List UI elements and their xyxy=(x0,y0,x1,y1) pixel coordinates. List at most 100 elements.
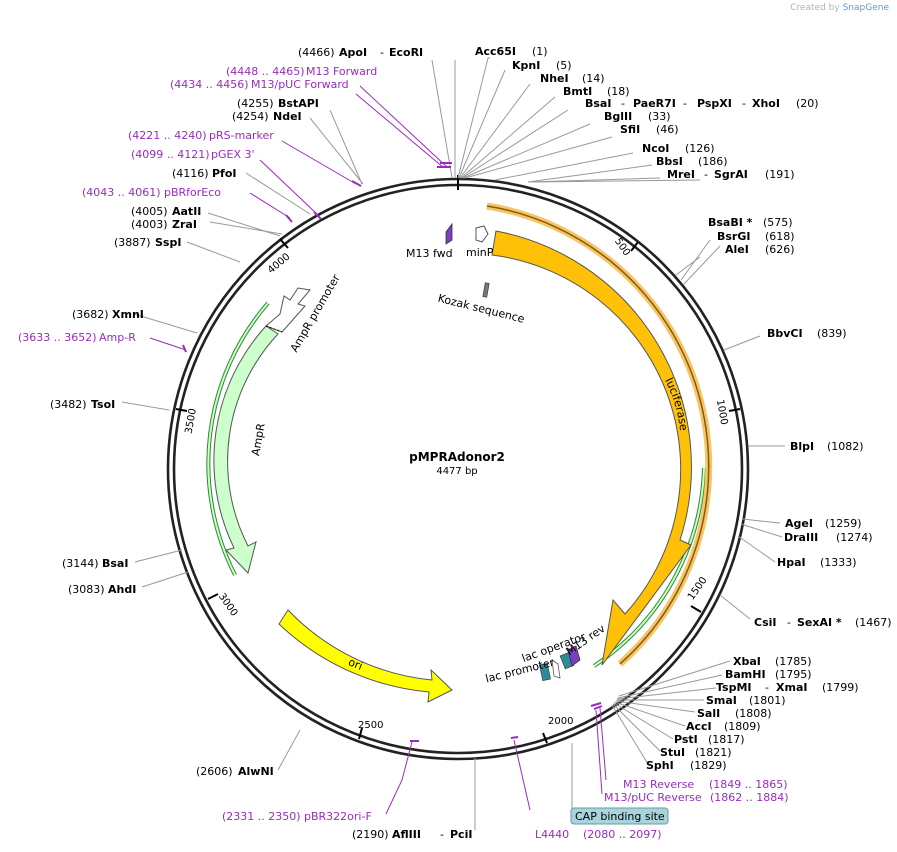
site-bmti-pos: (18) xyxy=(607,85,630,98)
site-sphi-name[interactable]: SphI xyxy=(646,759,674,772)
site-ecori-name[interactable]: EcoRI xyxy=(389,46,423,59)
site-bglii-name[interactable]: BglII xyxy=(604,110,632,123)
primer-ampr-name[interactable]: Amp-R xyxy=(99,331,136,344)
site-mrei-name[interactable]: MreI xyxy=(667,168,695,181)
complement-strand-inner xyxy=(593,467,705,667)
site-hpai-name[interactable]: HpaI xyxy=(777,556,806,569)
site-bstapi-name[interactable]: BstAPI xyxy=(278,97,319,110)
ampr-promoter-arrow[interactable] xyxy=(265,287,311,333)
site-sspi-name[interactable]: SspI xyxy=(155,236,181,249)
site-bmti-name[interactable]: BmtI xyxy=(563,85,592,98)
ori-feature-arrow[interactable] xyxy=(278,609,453,703)
site-kpni-pos: (5) xyxy=(556,59,572,72)
site-aatii-name[interactable]: AatII xyxy=(172,205,201,218)
site-mrei-pos: (191) xyxy=(765,168,795,181)
site-nhei-name[interactable]: NheI xyxy=(540,72,569,85)
site-bbvci-name[interactable]: BbvCI xyxy=(767,327,803,340)
site-bstapi-pos: (4255) xyxy=(237,97,274,110)
site-pfoi-name[interactable]: PfoI xyxy=(212,167,237,180)
site-ncoi-name[interactable]: NcoI xyxy=(642,142,669,155)
site-sali-pos: (1808) xyxy=(735,707,772,720)
minp-arrow[interactable] xyxy=(475,225,489,243)
site-afliii-pos: (2190) xyxy=(352,828,389,841)
m13-rev-marker[interactable] xyxy=(567,645,581,667)
site-bbvci-pos: (839) xyxy=(817,327,847,340)
site-blpi-name[interactable]: BlpI xyxy=(790,440,814,453)
site-sfii-pos: (46) xyxy=(656,123,679,136)
cap-marker[interactable] xyxy=(551,659,561,679)
site-agei-name[interactable]: AgeI xyxy=(785,517,813,530)
site-separator: - xyxy=(704,168,708,181)
site-sfii-name[interactable]: SfiI xyxy=(620,123,640,136)
primer-m13puc-forward-range: (4434 .. 4456) xyxy=(170,78,249,91)
primer-m13-reverse-name[interactable]: M13 Reverse xyxy=(623,778,694,791)
site-sphi-pos: (1829) xyxy=(690,759,727,772)
site-absi-name[interactable]: BsaI xyxy=(585,97,611,110)
site-acc65i-pos: (1) xyxy=(532,45,548,58)
site-separator: - xyxy=(621,97,625,110)
site-csii-name[interactable]: CsiI xyxy=(754,616,776,629)
primer-pgex-range: (4099 .. 4121) xyxy=(131,148,210,161)
site-xbai-name[interactable]: XbaI xyxy=(733,655,761,668)
site-bsrgi-pos: (618) xyxy=(765,230,795,243)
site-smai-pos: (1801) xyxy=(749,694,786,707)
site-paer7i-name[interactable]: PaeR7I xyxy=(633,97,676,110)
primer-pbrforeco-name[interactable]: pBRforEco xyxy=(164,186,221,199)
site-ahdi-name[interactable]: AhdI xyxy=(108,583,136,596)
site-psti-name[interactable]: PstI xyxy=(674,733,698,746)
primer-ampr-range: (3633 .. 3652) xyxy=(18,331,97,344)
kozak-marker[interactable] xyxy=(482,282,490,298)
tick-label: 2000 xyxy=(548,716,573,727)
site-alwni-name[interactable]: AlwNI xyxy=(238,765,274,778)
luciferase-feature-arrow[interactable] xyxy=(491,230,692,666)
ampr-feature-arrow[interactable] xyxy=(213,325,279,574)
site-bsabi-name[interactable]: BsaBI * xyxy=(708,216,753,229)
site-sgrai-name[interactable]: SgrAI xyxy=(714,168,748,181)
site-stui-name[interactable]: StuI xyxy=(660,746,685,759)
site-tsoi-name[interactable]: TsoI xyxy=(91,398,115,411)
site-bsrgi-name[interactable]: BsrGI xyxy=(717,230,750,243)
site-xmai-name[interactable]: XmaI xyxy=(776,681,807,694)
site-alei-name[interactable]: AleI xyxy=(725,243,749,256)
tick-label: 1000 xyxy=(714,399,729,426)
cap-binding-site-box[interactable] xyxy=(570,807,669,825)
site-bsai-name[interactable]: BsaI xyxy=(102,557,128,570)
site-acc65i-name[interactable]: Acc65I xyxy=(475,45,516,58)
primer-l4440-name[interactable]: L4440 xyxy=(535,828,569,841)
site-sali-name[interactable]: SalI xyxy=(697,707,720,720)
m13-fwd-marker[interactable] xyxy=(445,222,453,245)
site-smai-name[interactable]: SmaI xyxy=(706,694,737,707)
site-tspmi-name[interactable]: TspMI xyxy=(716,681,752,694)
primer-pgex-name[interactable]: pGEX 3' xyxy=(211,148,255,161)
site-xmni-name[interactable]: XmnI xyxy=(112,308,144,321)
site-kpni-name[interactable]: KpnI xyxy=(512,59,540,72)
site-afliii-name[interactable]: AflIII xyxy=(392,828,421,841)
site-ncoi-pos: (126) xyxy=(685,142,715,155)
primer-m13puc-forward-name[interactable]: M13/pUC Forward xyxy=(251,78,349,91)
lac-promoter-marker[interactable] xyxy=(539,662,551,682)
minp-label: minP xyxy=(466,246,494,259)
site-zrai-name[interactable]: ZraI xyxy=(172,218,197,231)
site-bbsi-name[interactable]: BbsI xyxy=(656,155,683,168)
site-hpai-pos: (1333) xyxy=(820,556,857,569)
primer-m13puc-reverse-name[interactable]: M13/pUC Reverse xyxy=(604,791,702,804)
site-ndei-name[interactable]: NdeI xyxy=(273,110,302,123)
site-separator: - xyxy=(765,681,769,694)
site-acci-name[interactable]: AccI xyxy=(686,720,712,733)
primer-prs-name[interactable]: pRS-marker xyxy=(209,129,274,142)
site-sspi-pos: (3887) xyxy=(114,236,151,249)
site-apoi-name[interactable]: ApoI xyxy=(339,46,367,59)
ampr-promoter-boundary xyxy=(265,325,283,333)
site-bamhi-name[interactable]: BamHI xyxy=(725,668,766,681)
primer-pbr322-name[interactable]: pBR322ori-F xyxy=(304,810,372,823)
site-pcii-name[interactable]: PciI xyxy=(450,828,472,841)
site-ahdi-pos: (3083) xyxy=(68,583,105,596)
complement-strand-ampr-inner xyxy=(207,302,269,576)
site-pspxi-name[interactable]: PspXI xyxy=(697,97,732,110)
site-sexai-name[interactable]: SexAI * xyxy=(797,616,842,629)
site-draiii-name[interactable]: DraIII xyxy=(784,531,818,544)
site-xhoi-name[interactable]: XhoI xyxy=(752,97,780,110)
site-apoi-pos: (4466) xyxy=(298,46,335,59)
primer-m13-forward-name[interactable]: M13 Forward xyxy=(306,65,377,78)
site-bsai-pos: (3144) xyxy=(62,557,99,570)
